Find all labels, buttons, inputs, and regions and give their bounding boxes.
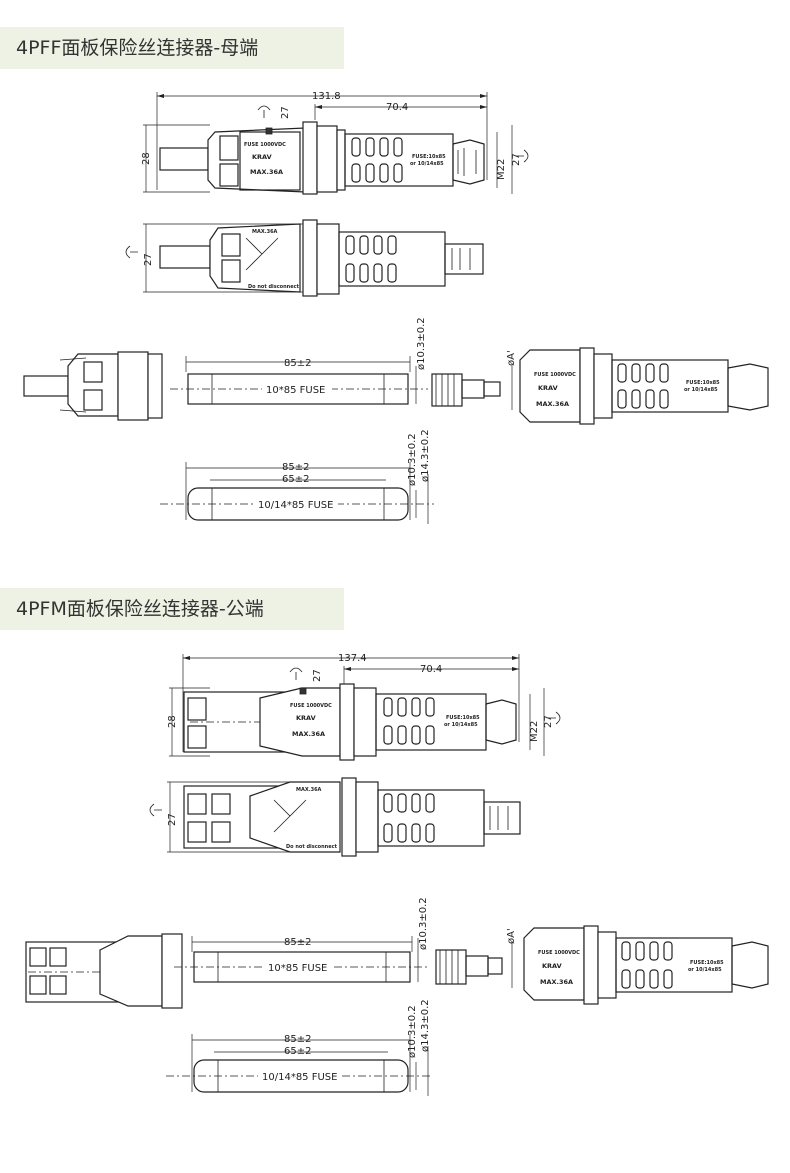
wrench-icon-male bbox=[289, 667, 303, 680]
drawing-male-connector: 137.4 70.4 27 28 FUSE 1000VDC KRAV MAX.3… bbox=[25, 653, 769, 1096]
dim-fuse2-dia-outer: ø14.3±0.2 bbox=[420, 429, 431, 482]
marking-rating-exploded: FUSE 1000VDC bbox=[534, 372, 576, 378]
dim-fuse2-inner: 65±2 bbox=[282, 474, 309, 485]
section-title-female: 4PFF面板保险丝连接器-母端 bbox=[0, 27, 344, 69]
dim-overall-length-male: 137.4 bbox=[338, 653, 367, 664]
dim-thread-male: M22 bbox=[529, 721, 540, 742]
dim-wrench-right-male: 27 bbox=[543, 715, 554, 728]
marking-max-male: MAX.36A bbox=[292, 730, 325, 738]
dim-a: øA' bbox=[506, 350, 517, 366]
dim-fuse-diameter: ø10.3±0.2 bbox=[416, 317, 427, 370]
dim-a-male: øA' bbox=[506, 928, 517, 944]
marking-max-exploded: MAX.36A bbox=[536, 400, 569, 408]
dim-partial-length-male: 70.4 bbox=[420, 664, 442, 675]
dim-overall-length: 131.8 bbox=[312, 91, 341, 102]
marking-fuse-spec-male-1: FUSE:10x85 bbox=[446, 715, 480, 721]
dim-height-left-male: 28 bbox=[167, 715, 178, 728]
marking-rating-exploded-male: FUSE 1000VDC bbox=[538, 950, 580, 956]
marking-brand: KRAV bbox=[252, 153, 272, 161]
section-title-male: 4PFM面板保险丝连接器-公端 bbox=[0, 588, 344, 630]
dim-wrench-side: 27 bbox=[143, 253, 154, 266]
dim-partial-length: 70.4 bbox=[386, 102, 408, 113]
fuse-label: 10*85 FUSE bbox=[266, 385, 325, 396]
marking-rating: FUSE 1000VDC bbox=[244, 142, 286, 148]
dim-thread: M22 bbox=[496, 159, 507, 180]
marking-fuse-spec-exploded-2: or 10/14x85 bbox=[684, 387, 718, 393]
marking-fuse-spec-male-2: or 10/14x85 bbox=[444, 722, 478, 728]
dim-wrench-side-male: 27 bbox=[167, 813, 178, 826]
dim-wrench-top-male: 27 bbox=[312, 669, 323, 682]
view-fuse-adapter-male: 85±2 65±2 10/14*85 FUSE ø10.3±0.2 ø14.3±… bbox=[166, 999, 432, 1096]
dim-fuse-length: 85±2 bbox=[284, 358, 311, 369]
marking-warning: Do not disconnect bbox=[248, 284, 300, 290]
view-fuse-adapter: 85±2 65±2 10/14*85 FUSE ø10.3±0.2 ø14.3±… bbox=[160, 429, 434, 524]
wrench-icon-right-male bbox=[548, 711, 561, 725]
marking-fuse-spec-2: or 10/14x85 bbox=[410, 161, 444, 167]
fuse2-label-male: 10/14*85 FUSE bbox=[262, 1072, 337, 1083]
dim-fuse2-length: 85±2 bbox=[282, 462, 309, 473]
dim-fuse2-dia-inner: ø10.3±0.2 bbox=[407, 433, 418, 486]
marking-max-rot-male: MAX.36A bbox=[296, 787, 322, 793]
marking-fuse-spec-exploded-male-1: FUSE:10x85 bbox=[690, 960, 724, 966]
wrench-icon-side bbox=[125, 245, 138, 259]
marking-brand-exploded: KRAV bbox=[538, 384, 558, 392]
marking-brand-male: KRAV bbox=[296, 714, 316, 722]
marking-max: MAX.36A bbox=[250, 168, 283, 176]
view-rotated-male: 27 MAX.36A Do not disconnect bbox=[149, 777, 521, 857]
marking-warning-male: Do not disconnect bbox=[286, 844, 338, 850]
dim-height-left: 28 bbox=[141, 152, 152, 165]
dim-fuse-diameter-male: ø10.3±0.2 bbox=[418, 897, 429, 950]
dim-fuse2-length-male: 85±2 bbox=[284, 1034, 311, 1045]
dim-fuse2-dia-outer-male: ø14.3±0.2 bbox=[420, 999, 431, 1052]
marking-fuse-spec-exploded-1: FUSE:10x85 bbox=[686, 380, 720, 386]
marking-fuse-spec-exploded-male-2: or 10/14x85 bbox=[688, 967, 722, 973]
view-exploded-male: 85±2 10*85 FUSE ø10.3±0.2 øA' FUSE 1000V… bbox=[25, 897, 769, 1009]
dim-fuse-length-male: 85±2 bbox=[284, 937, 311, 948]
wrench-icon bbox=[257, 105, 271, 118]
dim-wrench-top: 27 bbox=[280, 106, 291, 119]
marking-max-rot: MAX.36A bbox=[252, 229, 278, 235]
view-side-dimensioned-male: 137.4 70.4 27 28 FUSE 1000VDC KRAV MAX.3… bbox=[167, 653, 561, 761]
view-rotated: 27 MAX.36A Do not disconnect bbox=[125, 219, 484, 297]
dim-fuse2-inner-male: 65±2 bbox=[284, 1046, 311, 1057]
marking-rating-male: FUSE 1000VDC bbox=[290, 703, 332, 709]
fuse-label-male: 10*85 FUSE bbox=[268, 963, 327, 974]
wrench-icon-right bbox=[516, 149, 529, 163]
fuse2-label: 10/14*85 FUSE bbox=[258, 500, 333, 511]
marking-max-exploded-male: MAX.36A bbox=[540, 978, 573, 986]
marking-fuse-spec-1: FUSE:10x85 bbox=[412, 154, 446, 160]
dim-wrench-right: 27 bbox=[511, 153, 522, 166]
view-side-dimensioned: 131.8 70.4 27 28 FUSE 1000VDC KRAV MAX.3… bbox=[141, 91, 529, 195]
marking-brand-exploded-male: KRAV bbox=[542, 962, 562, 970]
wrench-icon-side-male bbox=[149, 803, 162, 817]
view-exploded: 85±2 10*85 FUSE ø10.3±0.2 øA' FUSE 1000V… bbox=[23, 317, 769, 425]
dim-fuse2-dia-inner-male: ø10.3±0.2 bbox=[407, 1005, 418, 1058]
drawing-female-connector: 131.8 70.4 27 28 FUSE 1000VDC KRAV MAX.3… bbox=[23, 91, 769, 524]
